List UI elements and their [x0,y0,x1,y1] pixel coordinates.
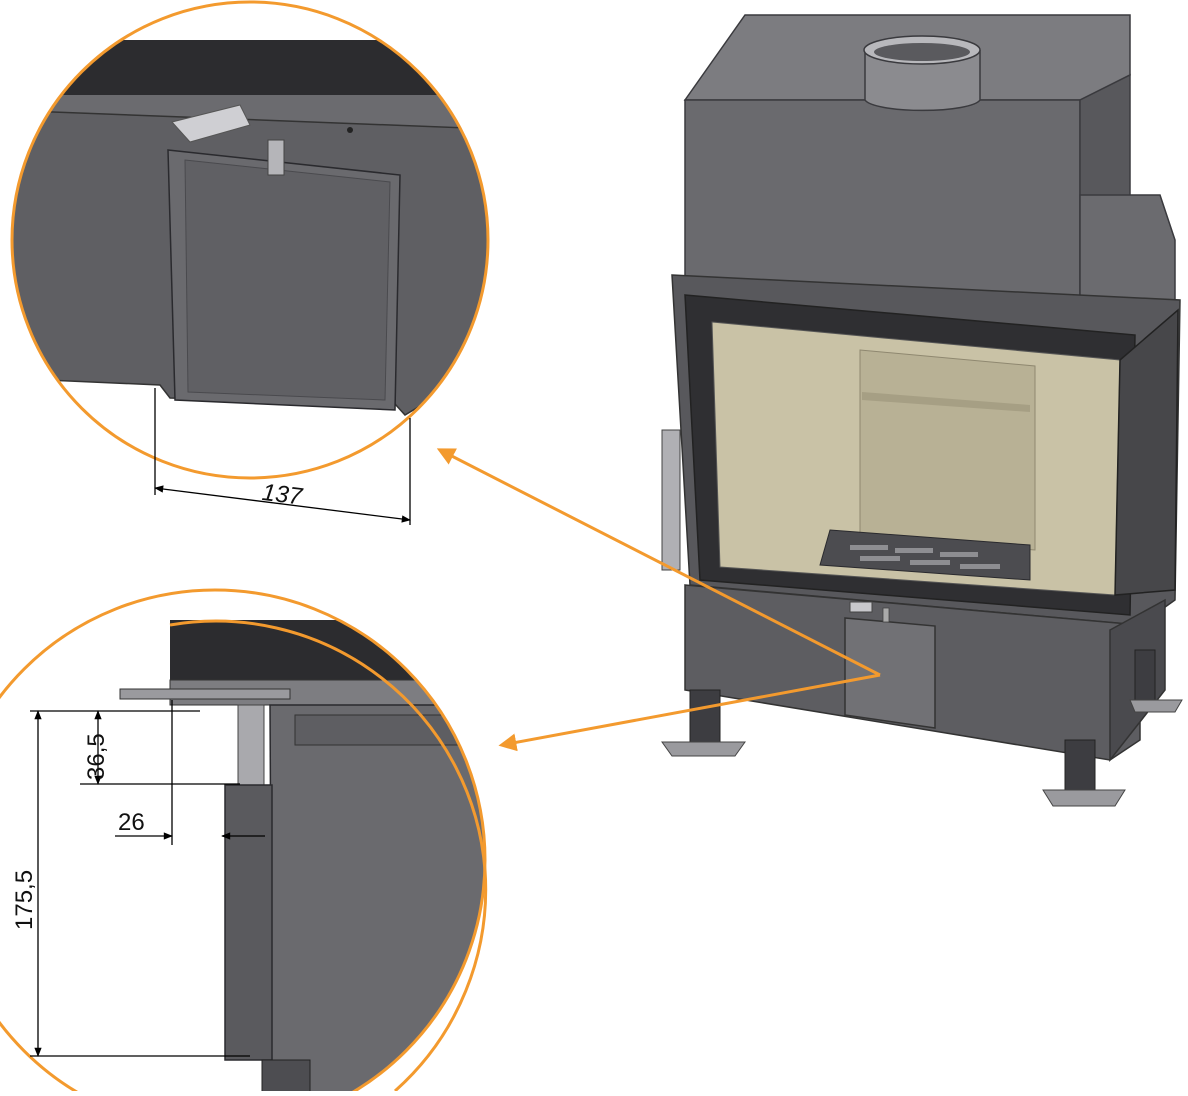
flue-collar [863,35,981,112]
dim-label-137: 137 [261,479,306,511]
fireplace-legs [661,649,1183,807]
dim-label-175-5: 175,5 [11,870,38,930]
dimension-36-5: 36,5 [80,710,240,785]
leader-arrows [436,448,881,752]
door-handle [661,429,681,571]
dimension-26: 26 [115,700,265,845]
grate [819,529,1031,581]
dim-label-36-5: 36,5 [83,733,110,780]
detail-circle-top [10,0,490,480]
dimension-175-5: 175,5 [11,710,250,1057]
fireplace-insert [661,14,1183,807]
damper-block [844,617,936,729]
damper-tab [171,104,251,143]
dimension-137: 137 [154,388,411,525]
detail-circle-bottom [0,588,488,1096]
dim-label-26: 26 [118,809,145,836]
